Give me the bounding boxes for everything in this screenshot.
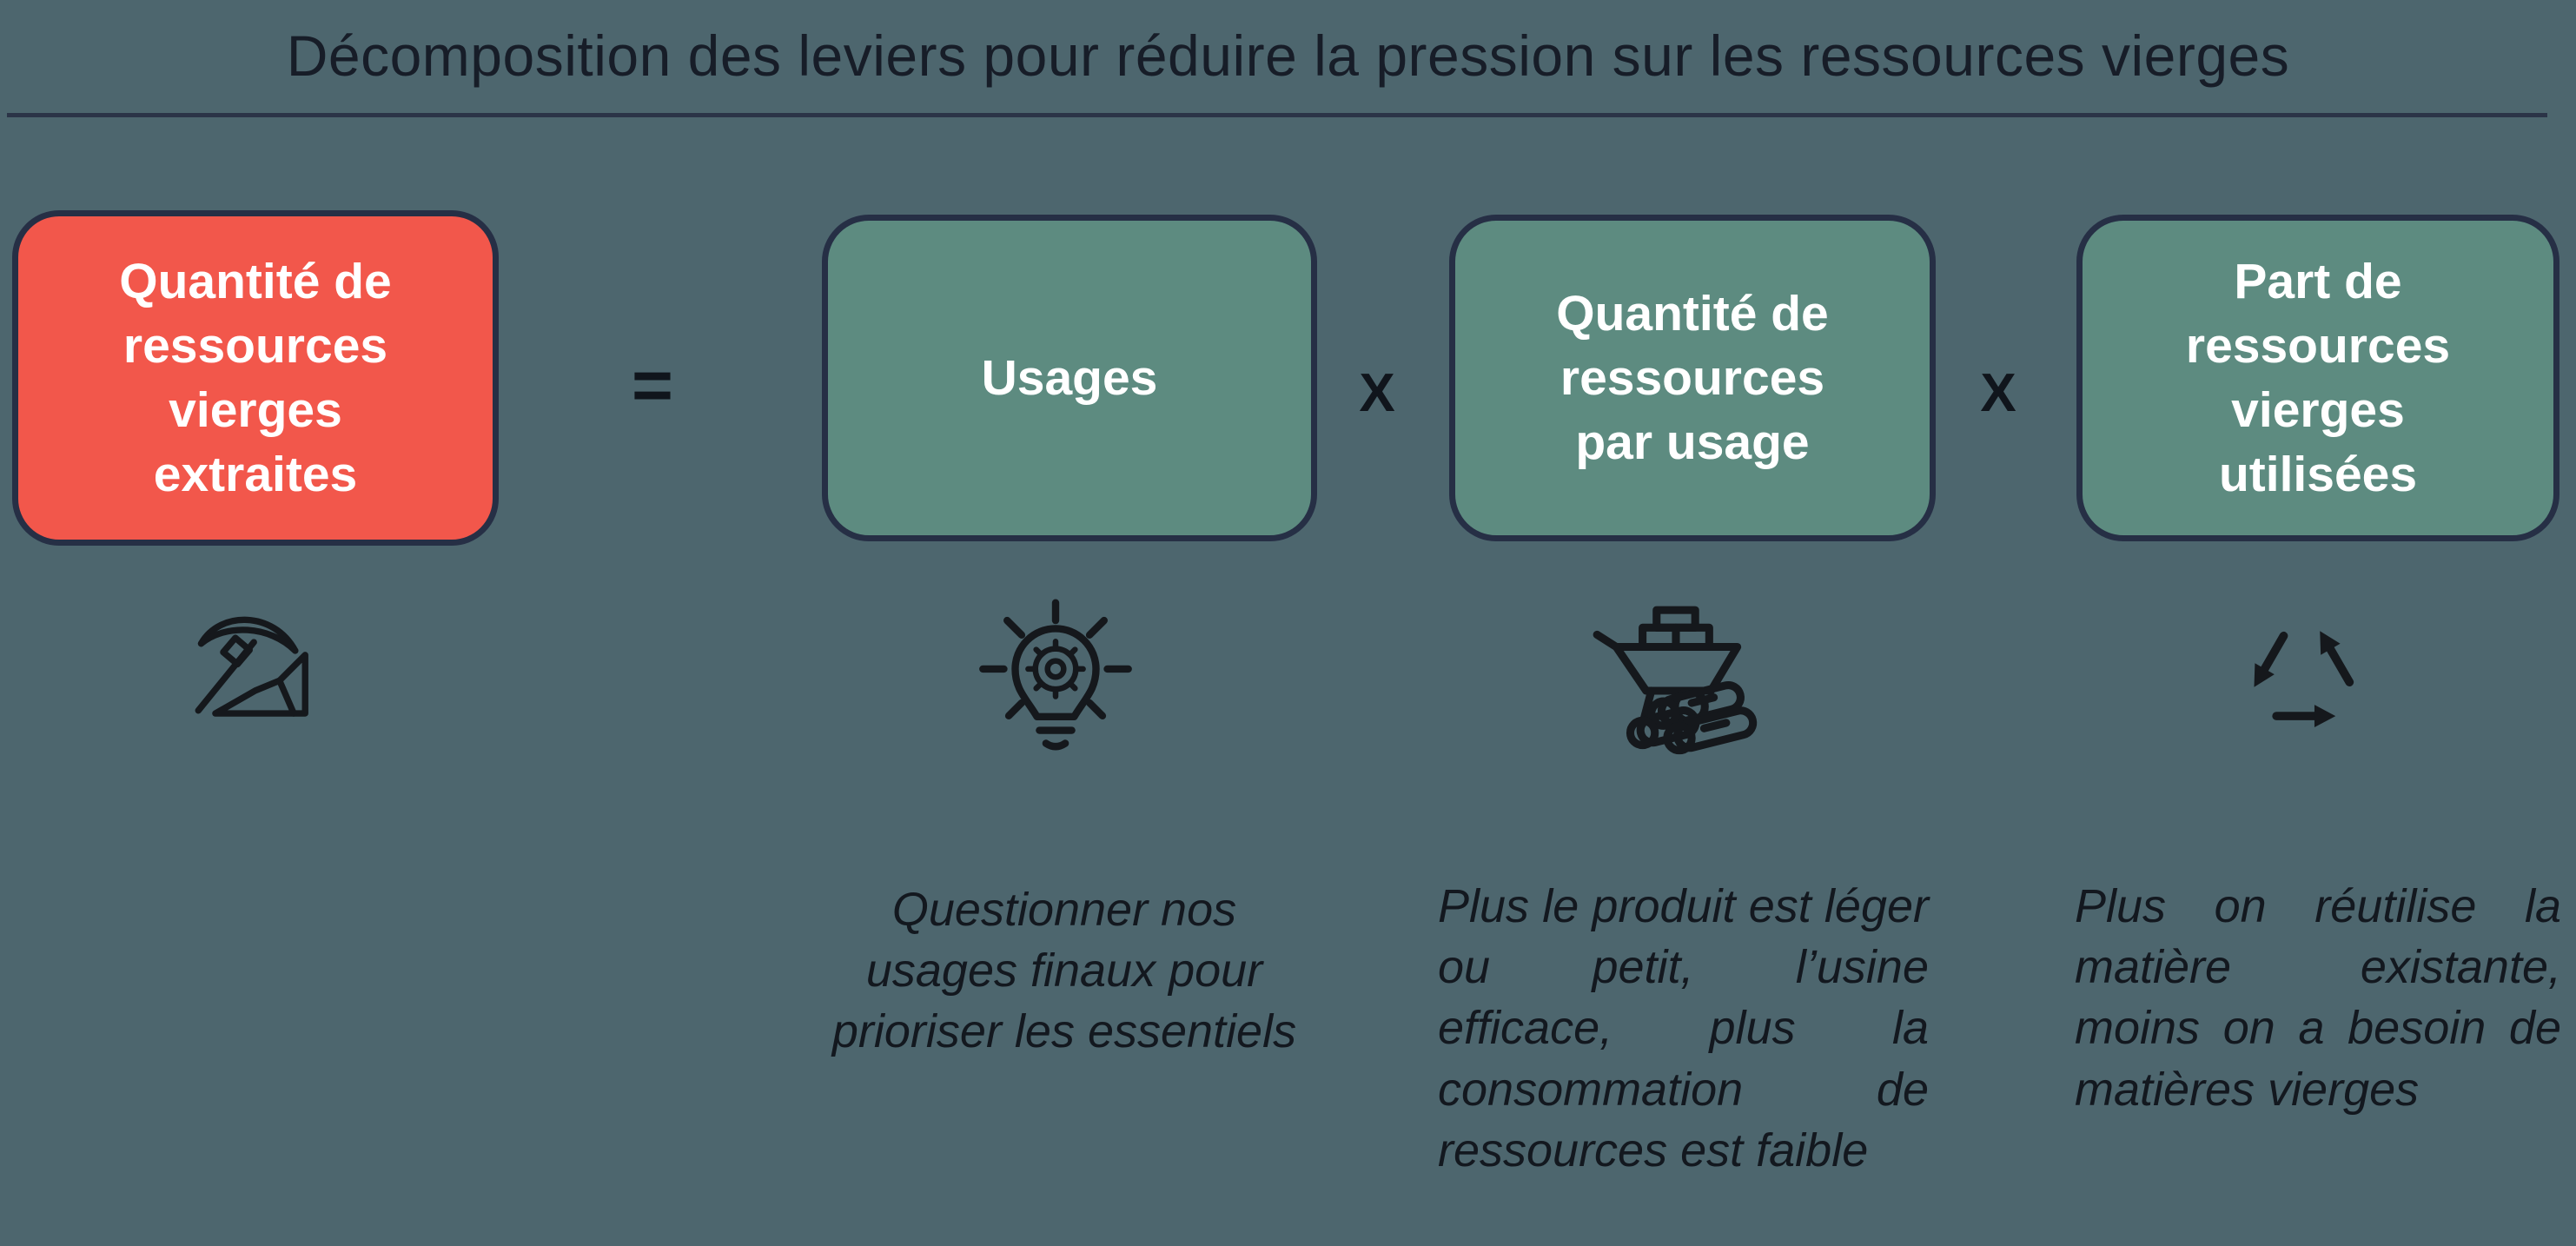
description-usages: Questionner nos usages finaux pour prior… <box>831 884 1297 1058</box>
description-part-vierges: Plus on réutilise la matière existante, … <box>2075 880 2561 1116</box>
recycle-icon <box>2233 615 2374 751</box>
equals-sign: = <box>632 346 673 425</box>
lightbulb-gear-icon <box>979 599 1132 751</box>
factor-box-ressources-par-usage-label: Quantité de ressources par usage <box>1556 285 1829 471</box>
result-box: Quantité de ressources vierges extraites <box>12 210 499 546</box>
factor-box-usages-label: Usages <box>981 349 1158 406</box>
description-ressources-par-usage: Plus le produit est léger ou petit, l’us… <box>1438 880 1929 1176</box>
page-title: Décomposition des leviers pour réduire l… <box>286 23 2290 88</box>
recycle-icon <box>2233 615 2374 751</box>
lightbulb-gear-icon <box>975 593 1136 766</box>
times-sign-1: X <box>1359 363 1395 423</box>
factor-box-part-vierges: Part de ressources vierges utilisées <box>2076 215 2559 541</box>
result-box-label: Quantité de ressources vierges extraites <box>119 253 392 503</box>
factor-box-usages: Usages <box>822 215 1317 541</box>
pickaxe-icon <box>195 616 308 717</box>
factor-box-part-vierges-label: Part de ressources vierges utilisées <box>2185 253 2451 503</box>
pickaxe-icon <box>174 591 320 733</box>
times-sign-2: X <box>1980 363 2016 423</box>
factor-box-ressources-par-usage: Quantité de ressources par usage <box>1449 215 1936 541</box>
wheelbarrow-logs-icon <box>1593 606 1758 755</box>
wheelbarrow-logs-icon <box>1586 600 1771 784</box>
title-divider <box>7 113 2547 117</box>
